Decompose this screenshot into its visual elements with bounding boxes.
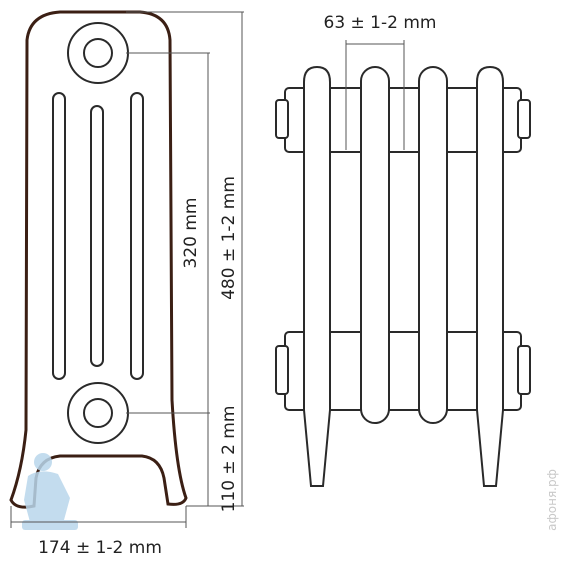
top-nipple-inner	[83, 38, 113, 68]
section-3	[418, 66, 448, 424]
watermark: афоня.рф	[545, 469, 559, 531]
bottom-nipple-inner	[83, 398, 113, 428]
section-4	[476, 65, 504, 487]
full-height-label: 480 ± 1-2 mm	[219, 176, 239, 300]
section-body-outline	[9, 10, 188, 509]
base-height-label: 110 ± 2 mm	[219, 406, 239, 513]
width-label: 174 ± 1-2 mm	[38, 538, 162, 558]
bottom-right-plug	[517, 345, 531, 395]
rib-right	[130, 92, 144, 380]
pitch-label: 63 ± 1-2 mm	[324, 13, 437, 33]
top-left-plug	[275, 99, 289, 139]
dimension-lines	[10, 11, 244, 528]
front-view	[275, 65, 531, 487]
section-2	[360, 66, 390, 424]
rib-center	[90, 105, 104, 367]
top-right-plug	[517, 99, 531, 139]
side-view	[9, 10, 188, 509]
rib-left	[52, 92, 66, 380]
axis-distance-label: 320 mm	[181, 198, 201, 269]
bottom-left-plug	[275, 345, 289, 395]
section-1	[303, 65, 331, 487]
pitch-dimension-lines	[345, 40, 405, 150]
